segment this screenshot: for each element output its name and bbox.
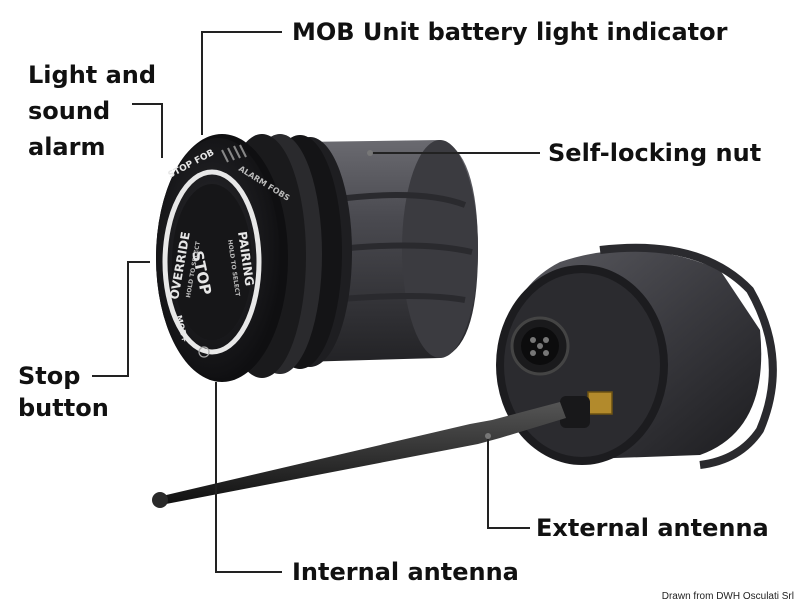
antenna-connector — [587, 391, 613, 415]
leader-battery-light — [201, 31, 282, 135]
leader-external-antenna — [487, 436, 530, 529]
stop-button[interactable] — [172, 184, 252, 340]
leader-lines — [92, 31, 540, 573]
leader-stop-button — [92, 261, 150, 377]
mob-unit-rear — [496, 243, 777, 469]
leader-light-sound-alarm — [132, 103, 163, 158]
small-icon — [198, 346, 210, 358]
external-antenna — [152, 402, 566, 508]
label-internal-antenna: Internal antenna — [292, 558, 519, 586]
mob-unit-front — [156, 134, 478, 382]
stop-button-ring — [162, 169, 262, 355]
label-stop-button: Stop button — [18, 362, 109, 422]
image-credit: Drawn from DWH Osculati Srl — [661, 591, 794, 602]
label-external-antenna: External antenna — [536, 514, 769, 542]
battery-light-indicator — [221, 144, 247, 163]
leader-internal-antenna — [215, 382, 282, 573]
label-light-and-sound-alarm: Light and sound alarm — [28, 61, 157, 161]
label-self-locking-nut: Self-locking nut — [548, 139, 762, 167]
label-battery-light-indicator: MOB Unit battery light indicator — [292, 18, 728, 46]
